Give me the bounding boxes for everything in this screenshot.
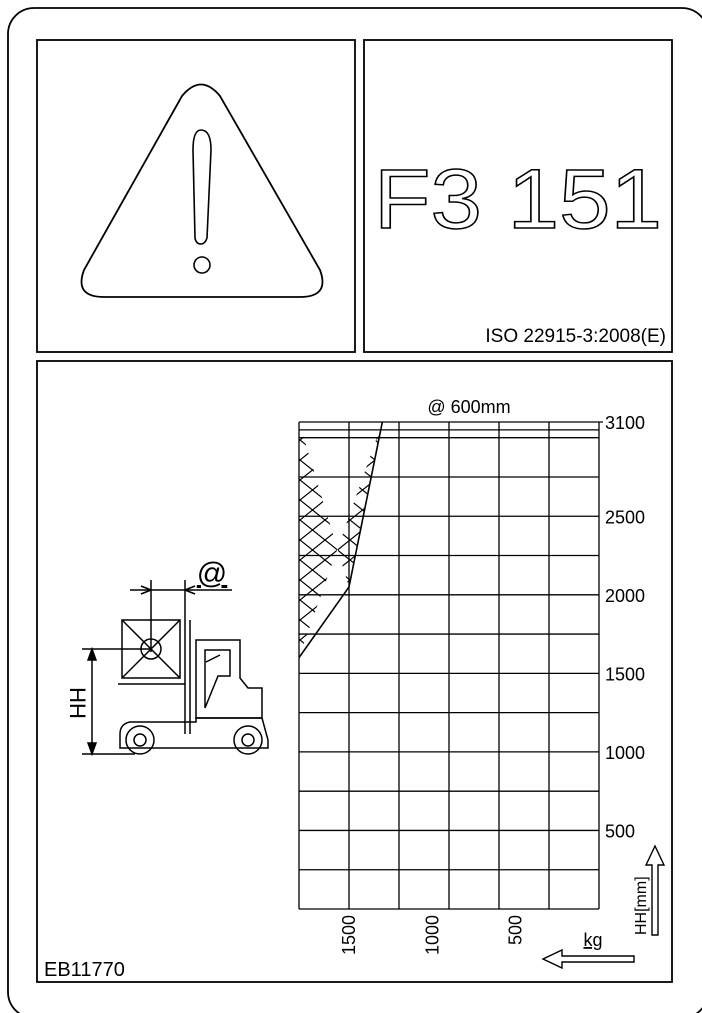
arrow-left-icon: [541, 948, 635, 970]
x-axis-label: kg: [583, 930, 602, 950]
capacity-region: [299, 422, 383, 658]
hh-label: HH: [65, 687, 90, 719]
y-tick-label: 2000: [605, 586, 645, 606]
warning-panel: [36, 39, 356, 353]
chart-title: @ 600mm: [427, 397, 510, 417]
y-tick-label: 1500: [605, 664, 645, 684]
y-tick-label: 1000: [605, 743, 645, 763]
at-symbol: @: [197, 557, 227, 590]
standard-code: ISO 22915-3:2008(E): [485, 326, 666, 347]
chart-grid: [298, 421, 603, 910]
model-name: F3 151: [374, 152, 662, 246]
y-tick-label: 2500: [605, 507, 645, 527]
y-axis-label: HH[mm]: [633, 876, 650, 935]
x-tick-labels: 1500 1000 500: [339, 915, 526, 955]
model-panel: [363, 39, 673, 353]
x-tick-label: 1000: [422, 915, 442, 955]
part-number: EB11770: [44, 959, 125, 981]
warning-triangle-icon: [80, 83, 324, 298]
y-tick-label: 500: [605, 821, 635, 841]
capacity-chart: 3100 2500 2000 1500 1000 500 1500 1000 500 @ 60…: [298, 397, 666, 970]
x-tick-label: 1500: [339, 915, 359, 955]
arrow-up-icon: [644, 844, 666, 936]
chart-panel: [36, 360, 673, 983]
y-tick-labels: 3100 2500 2000 1500 1000 500: [605, 413, 645, 841]
capacity-line: [298, 421, 384, 659]
forklift-icon: [82, 580, 269, 757]
label-border: [7, 7, 702, 1013]
y-tick-label: 3100: [605, 413, 645, 433]
x-tick-label: 500: [506, 915, 526, 945]
